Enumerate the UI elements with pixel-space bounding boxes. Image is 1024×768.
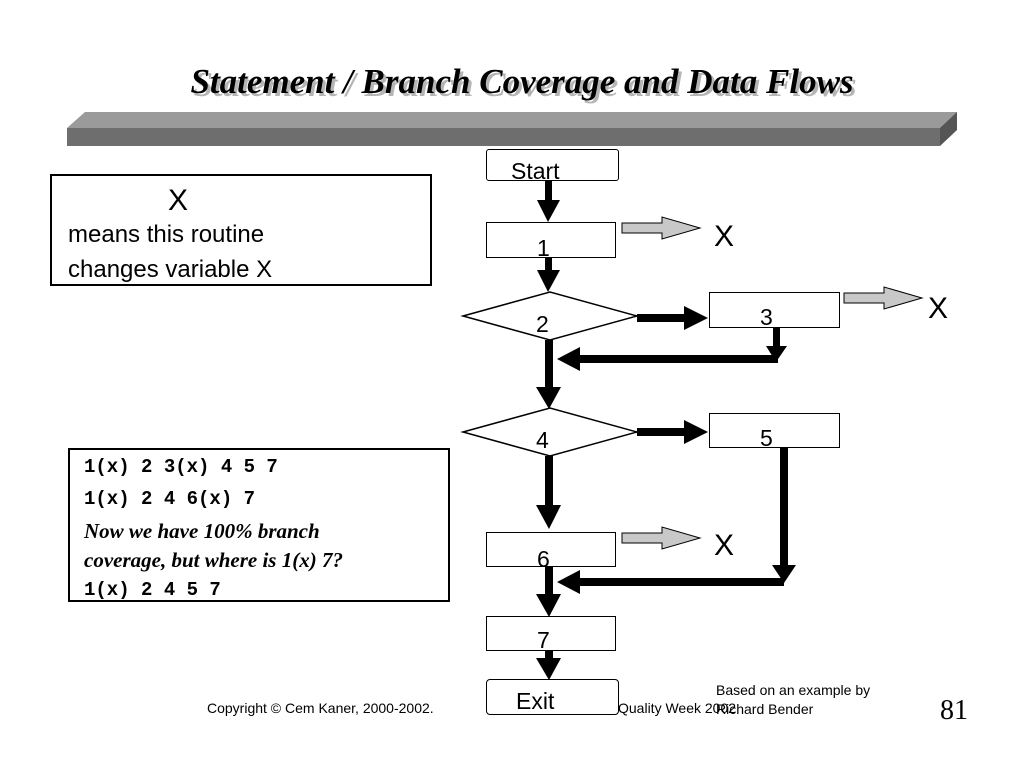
start-node [486, 149, 619, 181]
title-bar [67, 112, 957, 146]
x-mark-node1: X [714, 220, 735, 253]
flow-arrow-4-5 [684, 420, 708, 444]
legend-box [50, 174, 432, 286]
path-2: 1(x) 2 4 6(x) 7 [84, 488, 256, 510]
flow-arrow-6-7 [536, 594, 561, 617]
node-2-label: 2 [536, 311, 549, 337]
change-arrow-icon-node1 [621, 216, 702, 240]
x-mark-node3: X [928, 292, 949, 325]
legend-description: means this routine changes variable X [68, 217, 368, 287]
decision-diamond-4 [460, 407, 640, 457]
page-number: 81 [940, 695, 968, 726]
flow-arrow-3-down [766, 346, 787, 362]
flow-arrow-5-down [772, 565, 796, 583]
start-label: Start [511, 158, 560, 184]
footer-quality-week: Quality Week 2002 [618, 700, 737, 716]
coverage-note-line-2: coverage, but where is 1(x) 7? [84, 548, 343, 572]
process-node-6 [486, 532, 616, 567]
footer-credit-line-2: Richard Bender [716, 701, 814, 717]
flow-arrow-1-2 [537, 270, 560, 292]
process-node-3 [709, 292, 840, 328]
node-5-label: 5 [760, 425, 773, 451]
process-node-5 [709, 413, 840, 448]
path-3: 1(x) 2 4 5 7 [84, 579, 221, 601]
footer-credit-line-1: Based on an example by [716, 682, 871, 698]
footer-copyright: Copyright © Cem Kaner, 2000-2002. [207, 700, 434, 716]
node-4-label: 4 [536, 427, 549, 453]
paths-box [68, 448, 450, 602]
node-6-label: 6 [537, 546, 550, 572]
flow-arrow-3-return [557, 347, 580, 371]
change-arrow-icon-node3 [843, 286, 924, 310]
exit-node [486, 679, 619, 715]
decision-diamond-2 [460, 291, 640, 341]
legend-line-2: changes variable X [68, 256, 273, 283]
coverage-note-line-1: Now we have 100% branch [84, 519, 320, 543]
flow-arrow-5-return [557, 570, 580, 594]
legend-line-1: means this routine [68, 221, 265, 248]
flow-arrow-2-4 [536, 387, 561, 409]
x-mark-node6: X [714, 529, 735, 562]
flow-arrow-2-3 [684, 306, 708, 330]
node-1-label: 1 [537, 235, 550, 261]
node-3-label: 3 [760, 304, 773, 330]
process-node-1 [486, 222, 616, 258]
flow-arrow-start-1 [537, 200, 560, 222]
node-7-label: 7 [537, 627, 550, 653]
exit-label: Exit [516, 688, 555, 714]
legend-x-mark: X [168, 184, 189, 217]
flow-arrow-4-6 [536, 505, 561, 529]
slide-title: Statement / Branch Coverage and Data Flo… [190, 62, 854, 101]
flow-arrow-7-exit [536, 658, 561, 680]
path-1: 1(x) 2 3(x) 4 5 7 [84, 456, 278, 478]
process-node-7 [486, 616, 616, 651]
change-arrow-icon-node6 [621, 526, 702, 550]
